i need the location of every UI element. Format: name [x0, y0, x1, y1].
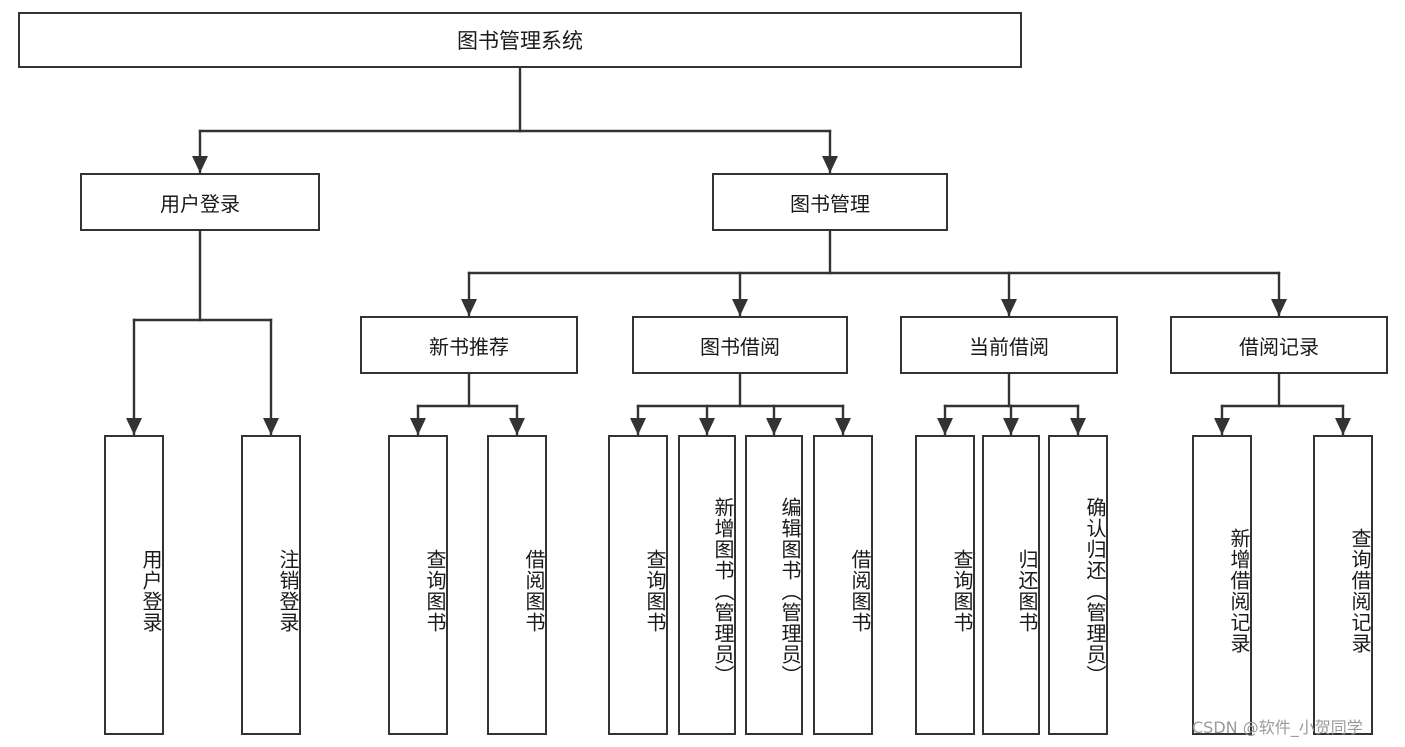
node-label: 借阅图书: [522, 549, 546, 633]
leaf-borrow-book[interactable]: 借阅图书: [813, 435, 873, 735]
node-label: 用户登录: [160, 191, 240, 216]
node-label: 确认归还（管理员）: [1083, 496, 1107, 686]
node-label: 借阅图书: [848, 549, 872, 633]
leaf-query-book-recommend[interactable]: 查询图书: [388, 435, 448, 735]
node-book-manage[interactable]: 图书管理: [712, 173, 948, 231]
leaf-query-book-borrow[interactable]: 查询图书: [608, 435, 668, 735]
node-label: 图书管理系统: [457, 29, 583, 53]
node-book-borrow[interactable]: 图书借阅: [632, 316, 848, 374]
csdn-watermark: CSDN @软件_小贺同学: [1192, 718, 1363, 737]
leaf-add-borrow-record[interactable]: 新增借阅记录: [1192, 435, 1252, 735]
node-label: 新增图书（管理员）: [711, 496, 735, 686]
node-label: 查询图书: [950, 549, 974, 633]
node-root[interactable]: 图书管理系统: [18, 12, 1022, 68]
leaf-edit-book-admin[interactable]: 编辑图书（管理员）: [745, 435, 803, 735]
leaf-query-book-current[interactable]: 查询图书: [915, 435, 975, 735]
node-label: 注销登录: [276, 549, 300, 633]
node-label: 当前借阅: [969, 334, 1049, 359]
node-label: 图书管理: [790, 191, 870, 216]
node-label: 新书推荐: [429, 334, 509, 359]
node-user-login[interactable]: 用户登录: [80, 173, 320, 231]
leaf-user-login[interactable]: 用户登录: [104, 435, 164, 735]
node-label: 查询借阅记录: [1348, 528, 1372, 654]
node-label: 查询图书: [643, 549, 667, 633]
node-new-book-recommend[interactable]: 新书推荐: [360, 316, 578, 374]
node-label: 用户登录: [139, 549, 163, 633]
leaf-confirm-return-admin[interactable]: 确认归还（管理员）: [1048, 435, 1108, 735]
node-label: 归还图书: [1015, 549, 1039, 633]
leaf-borrow-book-recommend[interactable]: 借阅图书: [487, 435, 547, 735]
leaf-add-book-admin[interactable]: 新增图书（管理员）: [678, 435, 736, 735]
leaf-user-logout[interactable]: 注销登录: [241, 435, 301, 735]
leaf-return-book[interactable]: 归还图书: [982, 435, 1040, 735]
node-label: 图书借阅: [700, 334, 780, 359]
node-label: 新增借阅记录: [1227, 528, 1251, 654]
node-label: 查询图书: [423, 549, 447, 633]
leaf-query-borrow-record[interactable]: 查询借阅记录: [1313, 435, 1373, 735]
node-label: 借阅记录: [1239, 334, 1319, 359]
node-label: 编辑图书（管理员）: [778, 496, 802, 686]
node-current-borrow[interactable]: 当前借阅: [900, 316, 1118, 374]
node-borrow-record[interactable]: 借阅记录: [1170, 316, 1388, 374]
